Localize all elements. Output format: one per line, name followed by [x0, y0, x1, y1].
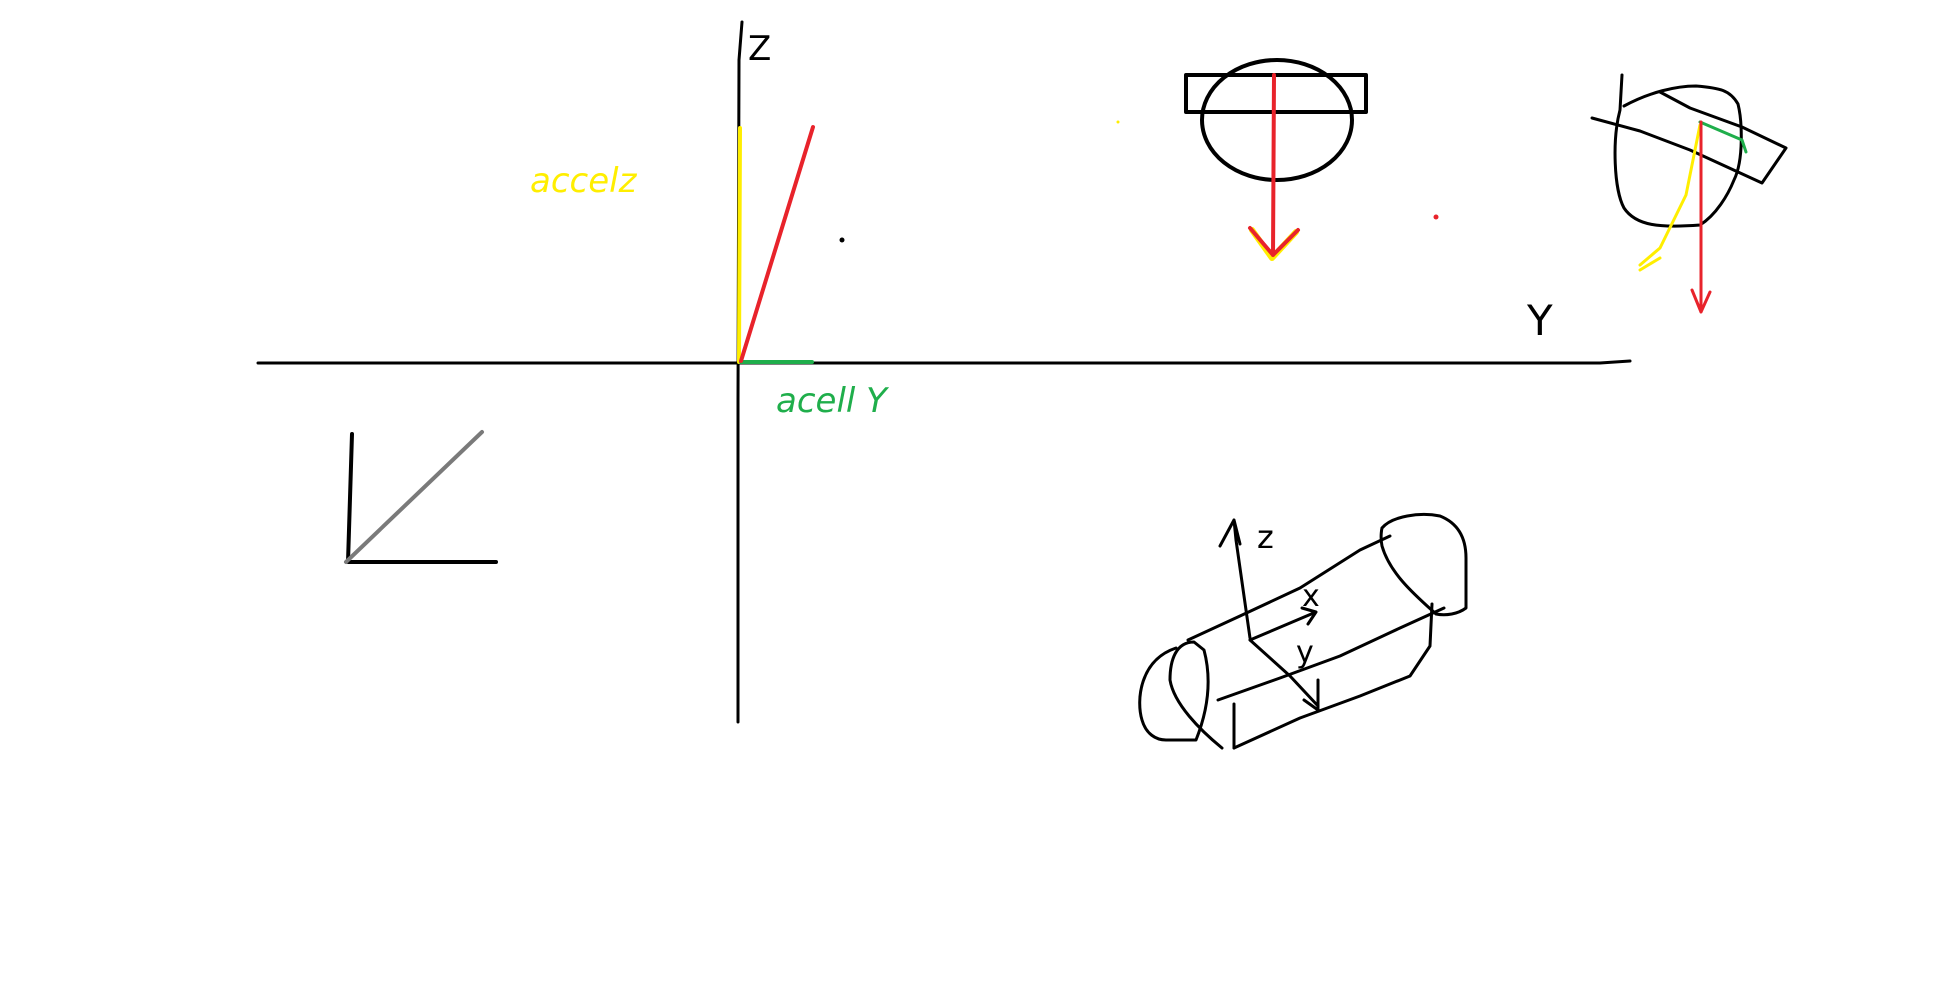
cylinder-sketch: z x y — [1138, 513, 1468, 750]
body-y-label: y — [1296, 635, 1314, 670]
angle-sketch — [344, 430, 498, 564]
gravity-vector-line — [739, 125, 815, 363]
y-axis-label: Y — [1526, 296, 1553, 345]
cylinder-bottom-edge — [1232, 602, 1434, 750]
y-axis-line — [256, 359, 1632, 365]
body-x-axis-arrow — [1248, 606, 1318, 642]
stray-dot-yellow — [1116, 120, 1120, 124]
angle-vertical-line — [346, 432, 354, 564]
tilted-bar-outline — [1590, 90, 1788, 185]
tilted-body-outline — [1613, 73, 1743, 228]
tilted-device-sketch — [1590, 73, 1788, 314]
cylinder-right-cap — [1379, 513, 1468, 617]
cylinder-middle-edge — [1216, 606, 1446, 702]
accel-z-line — [737, 126, 742, 364]
level-body-ellipse — [1200, 58, 1354, 182]
accel-z-label: accelz — [530, 161, 638, 201]
body-z-axis-arrow — [1218, 518, 1252, 640]
level-gravity-arrow-red — [1248, 73, 1300, 257]
angle-diagonal-line — [344, 430, 484, 564]
accel-y-label: acell Y — [776, 381, 889, 421]
body-y-axis-arrow — [1248, 638, 1320, 712]
stray-dot-red — [1433, 214, 1439, 220]
cylinder-top-edge — [1186, 534, 1392, 642]
z-axis-label: Z — [748, 29, 771, 69]
tilted-yellow-vector — [1638, 123, 1702, 272]
tilted-red-vector — [1690, 120, 1712, 314]
cylinder-left-cap — [1138, 640, 1224, 750]
level-device-sketch — [1184, 58, 1368, 261]
tilted-green-vector — [1698, 120, 1748, 154]
body-z-label: z — [1257, 518, 1274, 556]
stray-dot-black — [839, 237, 845, 243]
body-x-label: x — [1302, 579, 1320, 614]
level-bar-rect — [1184, 73, 1368, 114]
acceleration-vectors: accelz acell Y — [530, 120, 1439, 421]
